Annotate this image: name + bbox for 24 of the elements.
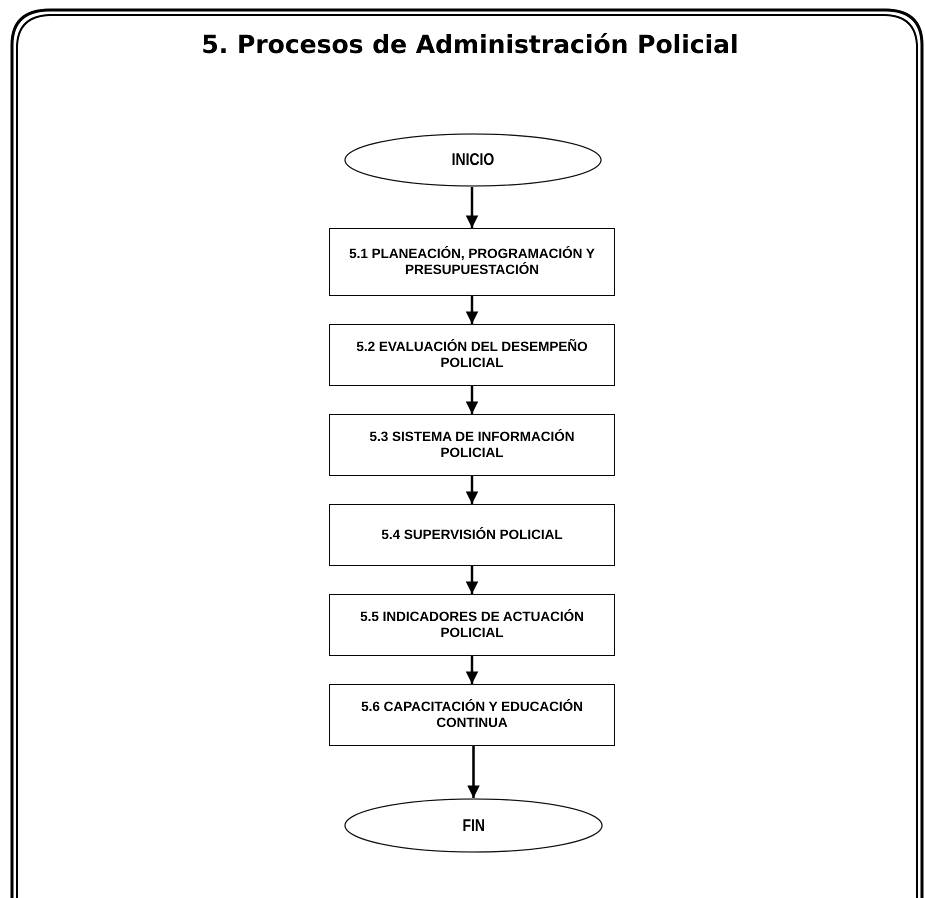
node-label: 5.6 CAPACITACIÓN Y EDUCACIÓN CONTINUA bbox=[360, 698, 584, 732]
node-label: 5.5 INDICADORES DE ACTUACIÓN POLICIAL bbox=[359, 608, 585, 642]
node-label: 5.2 EVALUACIÓN DEL DESEMPEÑO POLICIAL bbox=[355, 338, 589, 372]
arrow bbox=[466, 386, 478, 414]
arrow bbox=[466, 656, 478, 684]
process-box bbox=[329, 684, 615, 746]
process-box bbox=[329, 594, 615, 656]
process-box bbox=[329, 504, 615, 566]
node-label: FIN bbox=[462, 816, 485, 836]
arrow bbox=[466, 566, 478, 594]
title: 5. Procesos de Administración Policial bbox=[200, 30, 740, 60]
node-label: 5.4 SUPERVISIÓN POLICIAL bbox=[380, 526, 564, 544]
node-label: 5.3 SISTEMA DE INFORMACIÓN POLICIAL bbox=[368, 428, 576, 462]
arrow bbox=[467, 746, 480, 798]
arrow bbox=[466, 476, 478, 504]
terminal-ellipse bbox=[344, 133, 602, 187]
process-box bbox=[329, 324, 615, 386]
node-label: 5.1 PLANEACIÓN, PROGRAMACIÓN Y PRESUPUESTACIÓN bbox=[348, 246, 596, 278]
arrow bbox=[466, 187, 478, 228]
process-box bbox=[329, 228, 615, 296]
node-label: INICIO bbox=[452, 150, 494, 170]
arrow bbox=[466, 296, 478, 324]
process-box bbox=[329, 414, 615, 476]
terminal-ellipse bbox=[344, 798, 603, 853]
